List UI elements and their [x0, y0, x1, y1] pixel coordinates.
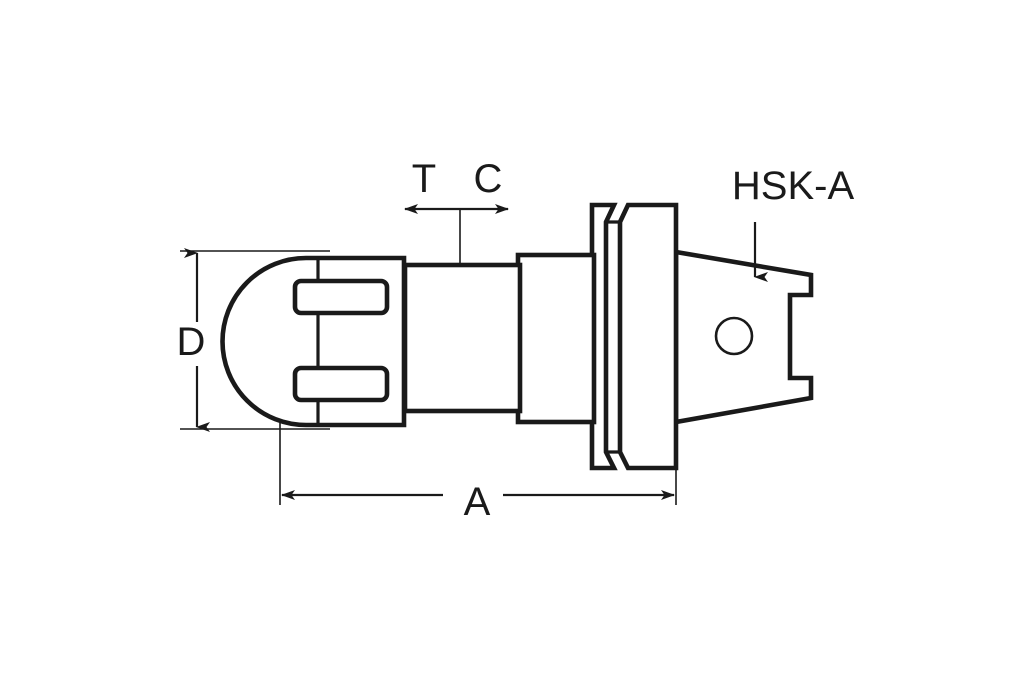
collet-nut-slot-upper: [292, 278, 390, 316]
hsk-a-label: HSK-A: [732, 164, 855, 208]
shaft-small-diameter: [402, 262, 523, 414]
dimension-label-a: A: [464, 480, 491, 524]
callout-hsk-a-group: HSK-A: [732, 164, 855, 282]
shaft-large-diameter: [515, 252, 597, 425]
dimension-d-group: D: [177, 248, 330, 432]
dimension-label-d: D: [177, 320, 206, 364]
coolant-bore-circle: [714, 316, 754, 356]
collet-nut-slot-lower: [292, 365, 390, 403]
hsk-flange-groove-slot: [606, 220, 620, 454]
dimension-label-t: T: [412, 157, 436, 201]
hsk-flange-block: [617, 202, 679, 471]
dimension-label-c: C: [474, 157, 503, 201]
dimension-t-c-group: T C: [404, 157, 509, 265]
part-geometry-group: [220, 202, 814, 471]
dimension-a-group: A: [279, 420, 677, 524]
